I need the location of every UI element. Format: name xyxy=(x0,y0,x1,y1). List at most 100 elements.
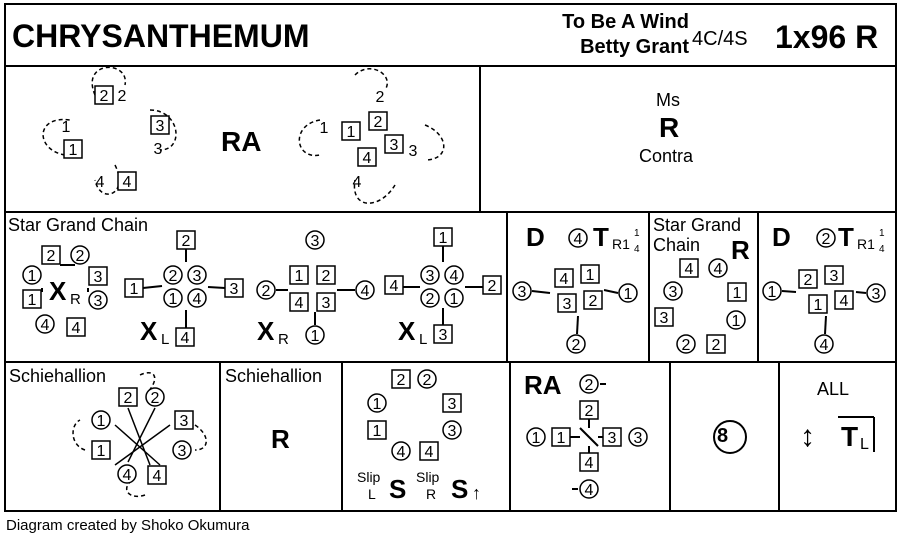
dancer-number: 1 xyxy=(311,328,320,345)
path-dashed xyxy=(42,118,71,156)
woman-dancer-circle xyxy=(442,420,462,440)
cross-x-4: X xyxy=(398,316,416,346)
woman-dancer-circle xyxy=(163,265,183,285)
woman-dancer-circle xyxy=(866,283,886,303)
slip-label-2: Slip xyxy=(416,469,440,485)
dancer-number: 1 xyxy=(69,142,78,159)
woman-dancer-circle xyxy=(579,479,599,499)
dancer-number: 4 xyxy=(820,337,829,354)
dancer-number: 3 xyxy=(448,423,457,440)
slip-label-1: Slip xyxy=(357,469,381,485)
hand-line xyxy=(855,291,867,294)
dancer-number: 1 xyxy=(624,286,633,303)
dancer-number: 1 xyxy=(733,285,742,302)
woman-dancer-circle xyxy=(663,281,683,301)
turn-frac-d-2: 4 xyxy=(879,244,885,255)
woman-dancer-circle xyxy=(35,314,55,334)
man-dancer-square xyxy=(316,265,336,285)
row3-cell6-frame xyxy=(778,361,897,512)
man-dancer-square xyxy=(679,258,699,278)
dance-d-1: D xyxy=(526,222,545,252)
woman-dancer-circle xyxy=(305,325,325,345)
dancer-number: 2 xyxy=(118,88,127,105)
dancer-number: 2 xyxy=(589,293,598,310)
dancer-number: 3 xyxy=(311,233,320,250)
hand-line xyxy=(579,427,599,447)
man-dancer-square xyxy=(147,465,167,485)
woman-dancer-circle xyxy=(726,310,746,330)
ms-label: Ms xyxy=(656,90,680,110)
man-dancer-square xyxy=(94,85,114,105)
woman-dancer-circle xyxy=(420,265,440,285)
turn-frac-n-2: 1 xyxy=(879,228,885,239)
woman-dancer-circle xyxy=(526,427,546,447)
woman-dancer-circle xyxy=(355,280,375,300)
dancer-number: 2 xyxy=(488,278,497,295)
dancer-number: 1 xyxy=(97,443,106,460)
slip-dir-2: R xyxy=(426,486,437,502)
hand-line xyxy=(824,315,827,335)
woman-dancer-circle xyxy=(568,228,588,248)
man-dancer-square xyxy=(557,293,577,313)
man-dancer-square xyxy=(367,420,387,440)
woman-dancer-circle xyxy=(814,334,834,354)
man-dancer-square xyxy=(368,111,388,131)
hand-line xyxy=(142,285,163,289)
dancer-number: 2 xyxy=(397,372,406,389)
woman-dancer-circle xyxy=(391,441,411,461)
woman-dancer-circle xyxy=(444,288,464,308)
woman-dancer-circle xyxy=(444,265,464,285)
dancer-number: 1 xyxy=(373,396,382,413)
dancer-number: 2 xyxy=(100,88,109,105)
schiehallion-title-2: Schiehallion xyxy=(225,366,323,386)
path-dashed xyxy=(72,419,86,451)
woman-dancer-circle xyxy=(187,288,207,308)
man-dancer-square xyxy=(289,265,309,285)
man-dancer-square xyxy=(391,369,411,389)
dancer-number: 1 xyxy=(586,267,595,284)
dancer-number: 3 xyxy=(230,281,239,298)
dance-title: CHRYSANTHEMUM xyxy=(12,18,310,54)
cross-x-2: X xyxy=(140,316,158,346)
dancer-number: 4 xyxy=(425,444,434,461)
dancer-number: 4 xyxy=(363,150,372,167)
dancer-number: 4 xyxy=(353,174,362,191)
dance-format: 1x96 R xyxy=(775,19,879,55)
credit-text: Diagram created by Shoko Okumura xyxy=(6,517,250,534)
all-label: ALL xyxy=(817,379,850,399)
up-arrow: ↑ xyxy=(472,483,481,503)
dancer-number: 4 xyxy=(585,482,594,499)
dancer-number: 3 xyxy=(94,269,103,286)
woman-dancer-circle xyxy=(117,464,137,484)
dancer-number: 2 xyxy=(76,248,85,265)
dancer-number: 3 xyxy=(830,268,839,285)
dancer-number: 4 xyxy=(574,231,583,248)
dancer-number: 4 xyxy=(397,444,406,461)
woman-dancer-circle xyxy=(22,265,42,285)
bars-count: 8 xyxy=(717,425,729,447)
dancer-number: 2 xyxy=(682,337,691,354)
man-dancer-square xyxy=(117,171,137,191)
turn-t-3: T xyxy=(841,421,859,452)
man-dancer-square xyxy=(554,268,574,288)
man-dancer-square xyxy=(727,282,747,302)
slip-s-1: S xyxy=(389,474,407,504)
man-dancer-square xyxy=(419,441,439,461)
man-dancer-square xyxy=(341,121,361,141)
dancer-number: 4 xyxy=(295,295,304,312)
dancer-number: 1 xyxy=(557,430,566,447)
dancer-number: 3 xyxy=(409,143,418,160)
man-dancer-square xyxy=(66,317,86,337)
dancer-number: 3 xyxy=(193,268,202,285)
slip-dir-1: L xyxy=(368,486,376,502)
man-dancer-square xyxy=(384,275,404,295)
dancer-number: 4 xyxy=(123,467,132,484)
dancer-number: 3 xyxy=(669,284,678,301)
man-dancer-square xyxy=(824,265,844,285)
dancer-number: 1 xyxy=(28,292,37,309)
dancer-number: 1 xyxy=(62,119,71,136)
dance-d-2: D xyxy=(772,222,791,252)
woman-dancer-circle xyxy=(172,440,192,460)
woman-dancer-circle xyxy=(367,393,387,413)
